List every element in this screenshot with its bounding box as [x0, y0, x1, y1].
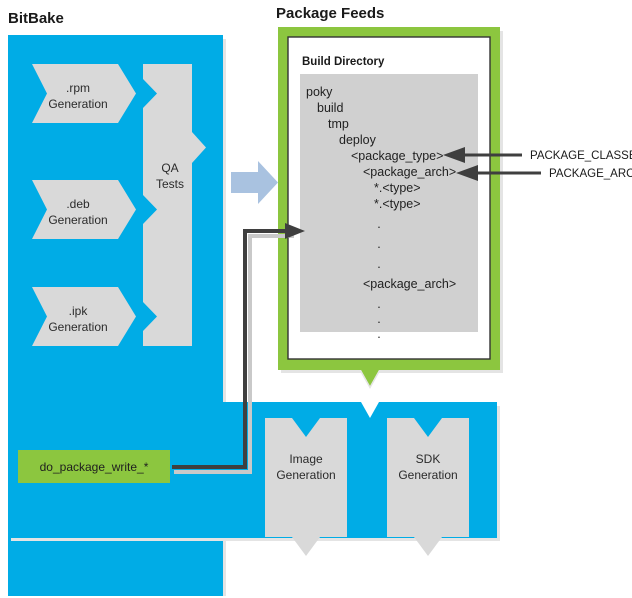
image-generation-shape — [265, 418, 347, 556]
elbow-connector-shadow — [174, 234, 294, 474]
package-classes-label: PACKAGE_CLASSES — [530, 150, 632, 162]
tree-row-poky: poky — [306, 85, 333, 99]
output-panel-group — [8, 402, 500, 541]
package-arch-label: PACKAGE_ARCH — [549, 168, 632, 180]
package-arch-arrowhead-icon — [456, 165, 478, 181]
image-generation-box[interactable]: Image Generation — [265, 418, 347, 556]
build-directory-title: Build Directory — [302, 56, 385, 68]
sdk-generation-shape — [387, 418, 469, 556]
tree-panel-background — [300, 74, 478, 332]
package-classes-callout: PACKAGE_CLASSES — [443, 147, 632, 163]
package-arch-callout: PACKAGE_ARCH — [456, 165, 632, 181]
tree-row-ellipsis-1: . — [377, 217, 380, 231]
qa-tests-box[interactable]: QA Tests — [143, 64, 206, 346]
image-generation-label-line1: Image — [289, 452, 323, 466]
rpm-generation-label-line2: Generation — [48, 97, 107, 111]
tree-row-build: build — [317, 101, 343, 115]
do-package-write-task-box[interactable]: do_package_write_* — [18, 450, 170, 483]
ipk-generation-box[interactable]: .ipk Generation — [32, 287, 136, 346]
output-blue-panel — [8, 402, 497, 538]
rpm-generation-shape — [32, 64, 136, 123]
bitbake-to-feeds-arrow — [231, 161, 278, 204]
tree-row-package-arch-1: <package_arch> — [363, 165, 456, 179]
sdk-generation-box[interactable]: SDK Generation — [387, 418, 469, 556]
tree-row-ellipsis-4: . — [377, 297, 380, 311]
bitbake-blue-panel-shadow — [223, 39, 226, 596]
package-feeds-panel-group: Build Directory — [278, 27, 503, 389]
do-package-write-shape — [18, 450, 170, 483]
task-to-build-directory-connector — [172, 223, 305, 474]
deb-generation-shape — [32, 180, 136, 239]
do-package-write-label: do_package_write_* — [40, 460, 149, 474]
tree-row-tmp: tmp — [328, 117, 349, 131]
tree-row-ellipsis-3: . — [377, 257, 380, 271]
qa-tests-shape — [143, 64, 206, 346]
build-directory-tree: poky build tmp deploy <package_type> <pa… — [306, 85, 456, 341]
ipk-generation-shape — [32, 287, 136, 346]
image-generation-label-line2: Generation — [276, 468, 335, 482]
bitbake-heading: BitBake — [8, 10, 64, 27]
deb-generation-box[interactable]: .deb Generation — [32, 180, 136, 239]
deb-generation-label-line1: .deb — [66, 197, 90, 211]
tree-row-type-2: *.<type> — [374, 197, 421, 211]
sdk-generation-label-line1: SDK — [416, 452, 441, 466]
tree-row-ellipsis-5: . — [377, 312, 380, 326]
qa-tests-label-line2: Tests — [156, 177, 184, 191]
tree-row-ellipsis-6: . — [377, 327, 380, 341]
package-feeds-heading: Package Feeds — [276, 5, 384, 22]
tree-row-package-type: <package_type> — [351, 149, 443, 163]
rpm-generation-label-line1: .rpm — [66, 81, 90, 95]
light-blue-arrow-icon — [231, 161, 278, 204]
ipk-generation-label-line2: Generation — [48, 320, 107, 334]
package-classes-arrowhead-icon — [443, 147, 465, 163]
rpm-generation-box[interactable]: .rpm Generation — [32, 64, 136, 123]
sdk-generation-label-line2: Generation — [398, 468, 457, 482]
deb-generation-label-line2: Generation — [48, 213, 107, 227]
tree-row-ellipsis-2: . — [377, 237, 380, 251]
tree-row-package-arch-2: <package_arch> — [363, 277, 456, 291]
elbow-connector-line — [172, 229, 290, 469]
qa-tests-label-line1: QA — [161, 161, 178, 175]
tree-row-deploy: deploy — [339, 133, 377, 147]
tree-row-type-1: *.<type> — [374, 181, 421, 195]
elbow-connector-arrowhead-icon — [285, 223, 305, 239]
ipk-generation-label-line1: .ipk — [69, 304, 89, 318]
